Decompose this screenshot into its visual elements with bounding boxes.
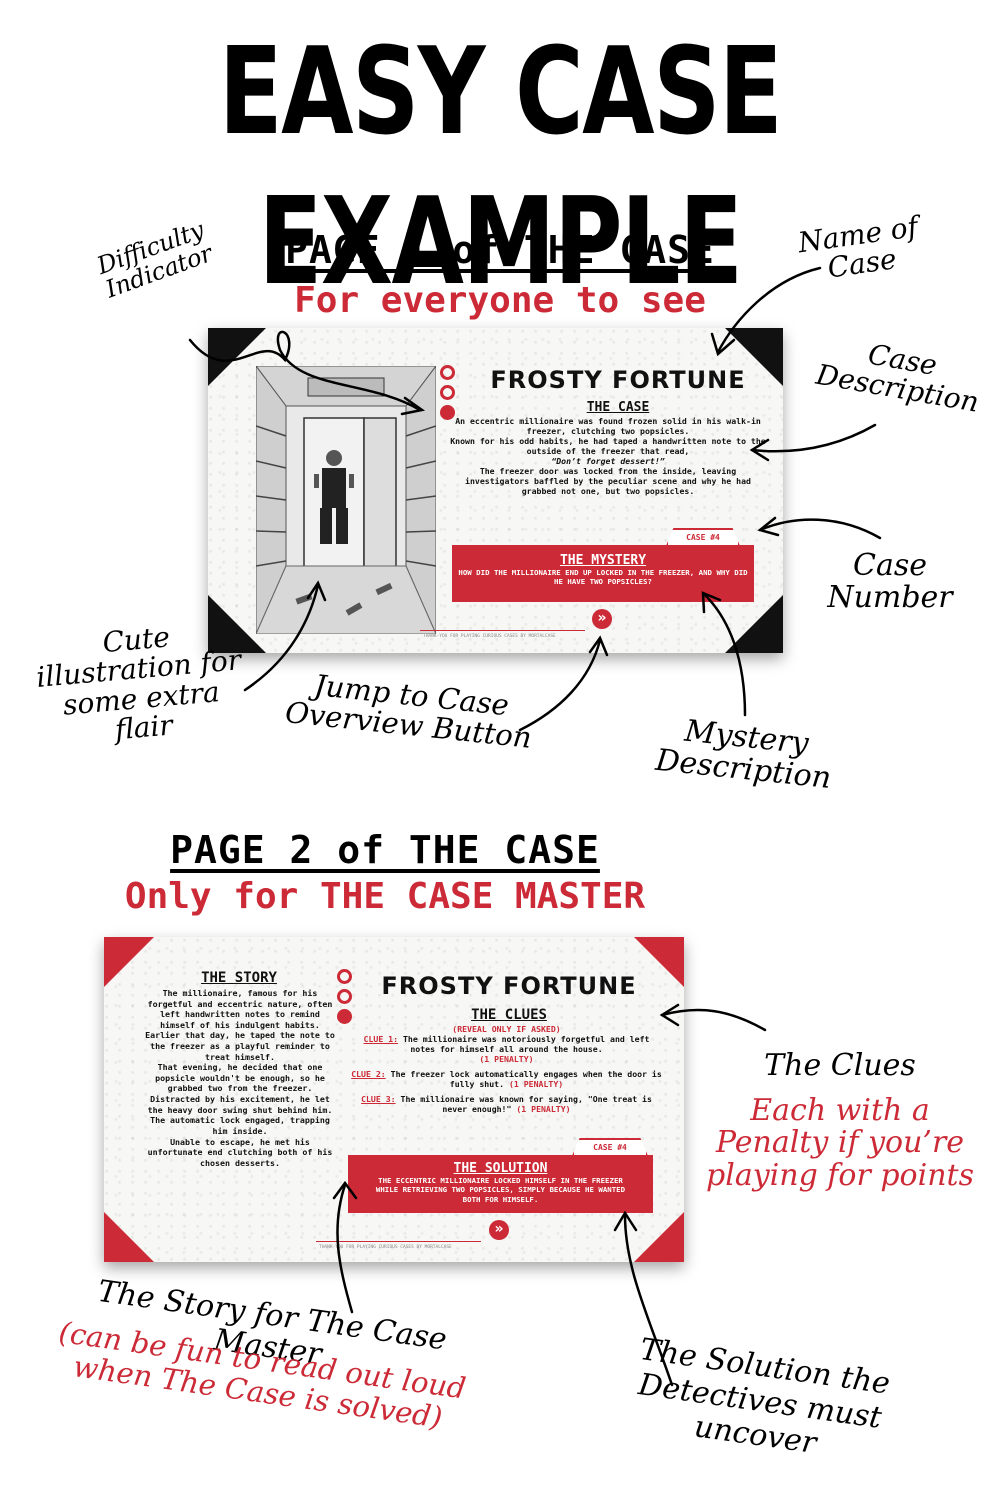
clue-penalty: (1 PENALTY) [479, 1054, 534, 1064]
story-line: Unable to escape, he met his unfortunate… [147, 1136, 333, 1168]
case-name: FROSTY FORTUNE [381, 972, 637, 1000]
annotation-clues-penalty: Each with a Penalty if you’re playing fo… [706, 1093, 974, 1193]
jump-to-overview-button[interactable]: » [489, 1220, 509, 1240]
story-line: Distracted by his excitement, he let the… [147, 1094, 333, 1136]
page2-subheading: Only for THE CASE MASTER [124, 876, 646, 917]
solution-text: THE ECCENTRIC MILLIONAIRE LOCKED HIMSELF… [375, 1176, 626, 1204]
difficulty-dot-empty-icon [440, 385, 455, 400]
clue-item: CLUE 1: The millionaire was notoriously … [349, 1034, 664, 1064]
case-number-tab: CASE #4 [666, 528, 740, 546]
difficulty-indicator [337, 969, 352, 1024]
corner-bottom-right [725, 595, 783, 653]
page2-heading: PAGE 2 of THE CASE [170, 828, 600, 872]
annotation-description: Case Description [813, 337, 982, 420]
description-quote: “Don’t forget dessert!” [551, 456, 665, 466]
clues-list: (REVEAL ONLY IF ASKED) CLUE 1: The milli… [349, 1024, 664, 1119]
annotation-mystery: Mystery Description [653, 713, 833, 796]
mystery-text: HOW DID THE MILLIONAIRE END UP LOCKED IN… [458, 568, 748, 587]
story-line: The millionaire, famous for his forgetfu… [147, 988, 333, 1030]
difficulty-dot-filled-icon [440, 405, 455, 420]
story-line: Earlier that day, he taped the note to t… [145, 1030, 335, 1062]
clue-label: CLUE 3: [361, 1094, 396, 1104]
difficulty-dot-empty-icon [337, 969, 352, 984]
clues-title: THE CLUES [471, 1007, 547, 1023]
footer-credit: THANK-YOU FOR PLAYING CURIOUS CASES BY M… [319, 1245, 452, 1250]
annotation-solution: The Solution the Detectives must uncover [636, 1331, 893, 1462]
corner-bottom-left [104, 1212, 154, 1262]
description-line: The freezer door was locked from the ins… [465, 466, 751, 496]
description-line: Known for his odd habits, he had taped a… [450, 436, 766, 456]
case-card-page2: THE STORY The millionaire, famous for hi… [104, 937, 684, 1262]
difficulty-dot-empty-icon [337, 989, 352, 1004]
story-title: THE STORY [201, 970, 277, 986]
difficulty-dot-filled-icon [337, 1009, 352, 1024]
clue-label: CLUE 2: [351, 1069, 386, 1079]
clue-penalty: (1 PENALTY) [516, 1104, 571, 1114]
annotation-illustration: Cute illustration for some extra flair [35, 620, 243, 747]
difficulty-indicator [440, 365, 455, 420]
mystery-title: THE MYSTERY [559, 553, 647, 568]
difficulty-dot-empty-icon [440, 365, 455, 380]
annotation-jump: Jump to Case Overview Button [283, 667, 534, 756]
case-section-title: THE CASE [586, 400, 650, 415]
clue-penalty: (1 PENALTY) [508, 1079, 564, 1089]
clues-reveal-note: (REVEAL ONLY IF ASKED) [452, 1024, 561, 1034]
page1-subheading: For everyone to see [294, 280, 706, 321]
case-name: FROSTY FORTUNE [490, 366, 746, 394]
clue-text: The millionaire was known for saying, "O… [400, 1094, 652, 1114]
story-text: The millionaire, famous for his forgetfu… [144, 988, 336, 1168]
clue-text: The freezer lock automatically engages w… [390, 1069, 662, 1089]
mystery-box: THE MYSTERY HOW DID THE MILLIONAIRE END … [452, 545, 754, 602]
freezer-illustration [256, 366, 436, 634]
case-number-tab: CASE #4 [572, 1138, 648, 1156]
story-line: That evening, he decided that one popsic… [155, 1062, 325, 1094]
case-description: An eccentric millionaire was found froze… [448, 416, 768, 496]
clue-text: The millionaire was notoriously forgetfu… [402, 1034, 650, 1054]
case-card-page1: FROSTY FORTUNE THE CASE An eccentric mil… [208, 328, 783, 653]
clue-item: CLUE 2: The freezer lock automatically e… [349, 1069, 664, 1089]
corner-top-left [104, 937, 154, 987]
footer-divider [316, 1241, 481, 1242]
clue-label: CLUE 1: [363, 1034, 399, 1044]
page1-heading: PAGE 1 of THE CASE [285, 228, 715, 272]
jump-to-overview-button[interactable]: » [592, 609, 612, 629]
corner-bottom-right [634, 1212, 684, 1262]
solution-box: THE SOLUTION THE ECCENTRIC MILLIONAIRE L… [348, 1155, 653, 1213]
main-title: EASY CASE EXAMPLE [218, 23, 783, 312]
description-line: An eccentric millionaire was found froze… [455, 416, 761, 436]
corner-top-right [634, 937, 684, 987]
annotation-clues: The Clues [764, 1048, 916, 1083]
footer-divider [420, 630, 585, 631]
clue-item: CLUE 3: The millionaire was known for sa… [349, 1094, 664, 1114]
footer-credit: THANK-YOU FOR PLAYING CURIOUS CASES BY M… [423, 634, 556, 639]
annotation-number: Case Number [827, 548, 953, 615]
solution-title: THE SOLUTION [453, 1161, 548, 1176]
